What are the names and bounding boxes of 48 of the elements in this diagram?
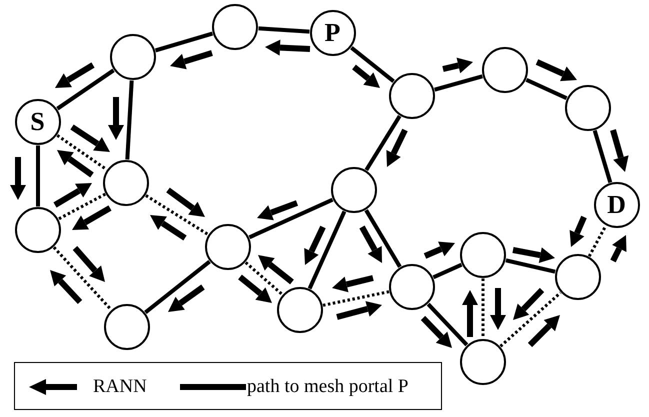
solid-link bbox=[144, 260, 211, 314]
node-circle bbox=[460, 338, 506, 384]
node-circle bbox=[594, 182, 640, 228]
solid-link bbox=[56, 68, 115, 110]
node-circle bbox=[564, 84, 610, 130]
dotted-link bbox=[56, 134, 108, 171]
solid-link bbox=[350, 46, 395, 83]
node-circle bbox=[14, 98, 60, 144]
node-circle bbox=[276, 286, 322, 332]
node-circle bbox=[102, 160, 148, 206]
node-circle bbox=[110, 34, 156, 80]
node-circle bbox=[212, 4, 258, 50]
solid-link bbox=[505, 258, 556, 274]
node-circle bbox=[388, 72, 434, 118]
node-label: D bbox=[607, 192, 626, 218]
solid-link bbox=[526, 78, 568, 100]
solid-link bbox=[592, 130, 612, 184]
solid-link bbox=[308, 210, 346, 290]
dotted-link bbox=[588, 224, 608, 258]
node-circle bbox=[482, 46, 528, 92]
node-circle bbox=[554, 254, 600, 300]
solid-link bbox=[258, 26, 310, 34]
node-circle bbox=[204, 224, 250, 270]
node-circle bbox=[460, 232, 506, 278]
node-circle bbox=[104, 304, 150, 350]
node-circle bbox=[14, 206, 60, 252]
node-label: S bbox=[30, 108, 45, 134]
dotted-link bbox=[52, 246, 112, 311]
solid-link bbox=[434, 74, 483, 92]
solid-link bbox=[154, 32, 214, 52]
solid-link bbox=[432, 262, 462, 280]
node-label: P bbox=[324, 20, 340, 46]
dotted-link bbox=[58, 192, 106, 220]
solid-link bbox=[426, 302, 468, 346]
dotted-link bbox=[500, 292, 562, 348]
dotted-link bbox=[482, 278, 484, 338]
dotted-link bbox=[322, 290, 390, 307]
node-circle bbox=[388, 264, 434, 310]
node-circle bbox=[310, 10, 356, 56]
solid-link bbox=[364, 209, 402, 268]
solid-link bbox=[125, 80, 134, 160]
legend-label: path to mesh portal P bbox=[247, 377, 408, 396]
solid-link bbox=[364, 114, 402, 172]
dotted-link bbox=[244, 261, 284, 296]
legend-label: RANN bbox=[93, 377, 147, 396]
node-circle bbox=[330, 166, 376, 212]
solid-link bbox=[248, 198, 334, 240]
solid-link bbox=[36, 146, 40, 206]
